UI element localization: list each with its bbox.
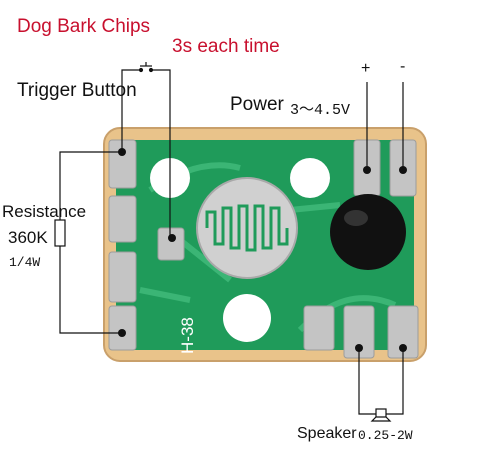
trigger-switch-symbol: [138, 62, 154, 73]
pad-center: [157, 227, 185, 261]
diagram-subtitle: 3s each time: [172, 36, 280, 57]
power-voltage-label: 3～4.5V: [290, 102, 351, 119]
resistance-watt-label: 1/4W: [9, 255, 41, 270]
solder-pads: [108, 139, 419, 359]
chip-blob: [330, 194, 406, 270]
trigger-button-label: Trigger Button: [17, 80, 137, 101]
speaker-watt-label: 0.25-2W: [358, 428, 413, 443]
resistor-symbol: [54, 219, 66, 247]
hole-bottom: [223, 294, 271, 342]
speaker-label: Speaker: [297, 425, 357, 442]
resistance-label: Resistance: [2, 202, 87, 221]
pad-left-4: [108, 305, 137, 351]
power-label: Power: [230, 94, 284, 115]
speaker-symbol: [370, 408, 392, 422]
board-marking: H-38: [178, 317, 197, 354]
plus-terminal-label: +: [361, 60, 371, 77]
resistance-value-label: 360K: [8, 228, 48, 247]
pad-bottom-1: [303, 305, 335, 351]
diagram-title: Dog Bark Chips: [17, 16, 151, 37]
pad-left-2: [108, 195, 137, 243]
hole-top-right: [290, 158, 330, 198]
pad-left-3: [108, 251, 137, 303]
contact-pad: [196, 177, 298, 279]
minus-terminal-label: -: [400, 58, 406, 75]
